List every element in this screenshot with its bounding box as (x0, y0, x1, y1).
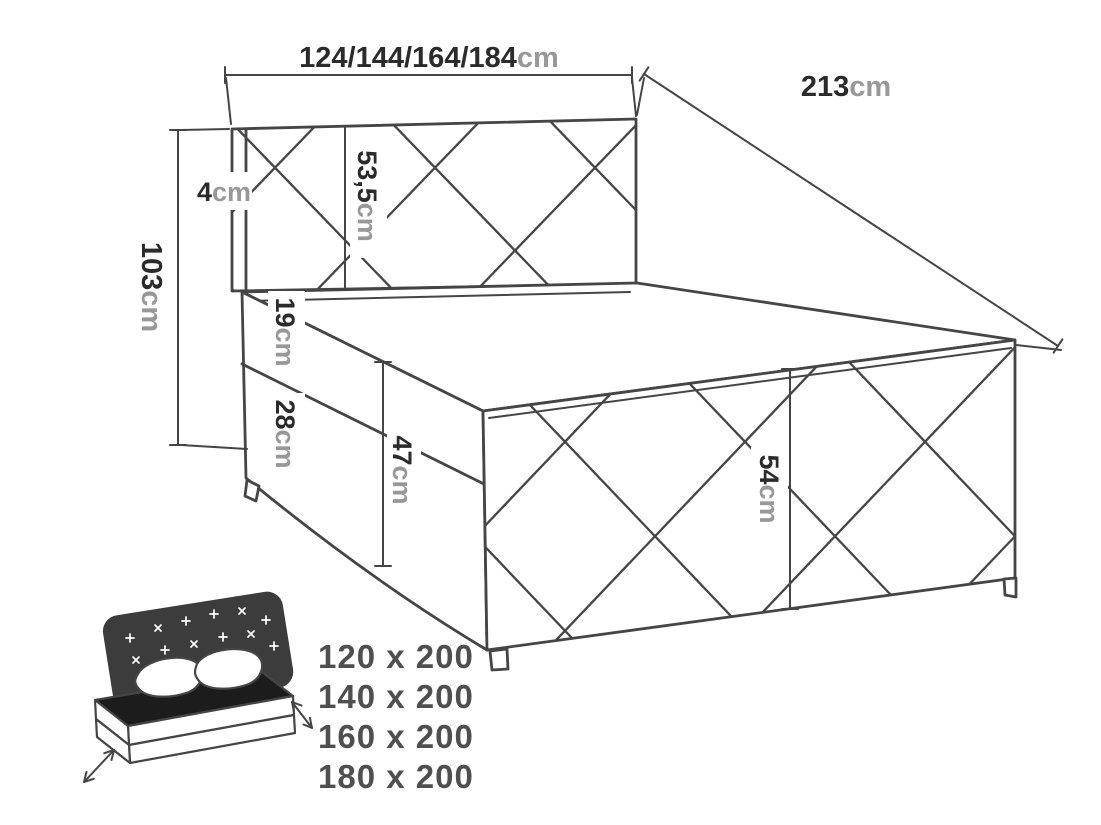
label-backing (751, 447, 788, 531)
width-value: 124/144/164/184 (299, 42, 517, 74)
mattress-height-label: 19cm (270, 297, 300, 366)
footboard-height-dimension-line (781, 368, 799, 610)
bed-thumbnail-icon (83, 591, 313, 783)
pillows-icon (134, 648, 264, 698)
mattress-box-divider (240, 362, 486, 486)
length-value: 213 (801, 71, 849, 103)
footboard-top-seam (488, 347, 1012, 419)
size-option: 140 x 200 (318, 678, 474, 715)
stars-icon (125, 607, 279, 673)
footboard-height-label: 54cm (754, 454, 784, 523)
headboard-height-value: 53,5 (352, 150, 382, 203)
size-option: 120 x 200 (318, 638, 474, 675)
base-height-value: 47 (387, 435, 417, 465)
length-dimension-line (636, 66, 1064, 354)
width-dimension-line (224, 66, 637, 125)
label-backing (268, 393, 305, 475)
size-option: 180 x 200 (318, 758, 474, 795)
upholstery-height-value: 28 (270, 399, 300, 429)
length-arrow-icon (291, 701, 313, 729)
total-height-unit: cm (135, 290, 167, 332)
size-option: 160 x 200 (318, 718, 474, 755)
total-height-dimension-line (169, 128, 248, 450)
upholstery-height-label: 28cm (270, 399, 300, 468)
label-backing (198, 172, 252, 210)
footboard-height-unit: cm (754, 485, 784, 524)
base-height-dimension-line (374, 361, 392, 567)
total-height-value: 103 (135, 242, 167, 290)
total-height-label: 103cm (135, 242, 167, 332)
width-unit: cm (517, 42, 559, 74)
label-backing (387, 428, 421, 512)
headboard-height-dimension-line (336, 125, 354, 290)
label-backing (268, 291, 305, 373)
headboard-height-label: 53,5cm (352, 150, 382, 242)
upholstery-height-unit: cm (270, 430, 300, 469)
label-backing (350, 134, 387, 258)
base-height-label: 47cm (387, 435, 417, 504)
bed-feet (243, 478, 1018, 672)
size-options-list: 120 x 200 140 x 200 160 x 200 180 x 200 (318, 637, 474, 797)
headboard-thickness-unit: cm (212, 177, 251, 207)
length-dimension-label: 213cm (801, 71, 891, 103)
headboard-height-unit: cm (352, 203, 382, 242)
headboard-thickness-value: 4 (197, 177, 212, 207)
mattress-height-unit: cm (270, 328, 300, 367)
length-unit: cm (849, 71, 891, 103)
headboard-thickness-label: 4cm (197, 177, 251, 207)
base-height-unit: cm (387, 466, 417, 505)
bed-side (240, 290, 489, 652)
mattress-edge-seam (250, 291, 631, 302)
footboard-height-value: 54 (754, 454, 784, 484)
width-arrow-icon (83, 749, 115, 783)
mattress-height-value: 19 (270, 297, 300, 327)
width-dimension-label: 124/144/164/184cm (299, 42, 559, 74)
